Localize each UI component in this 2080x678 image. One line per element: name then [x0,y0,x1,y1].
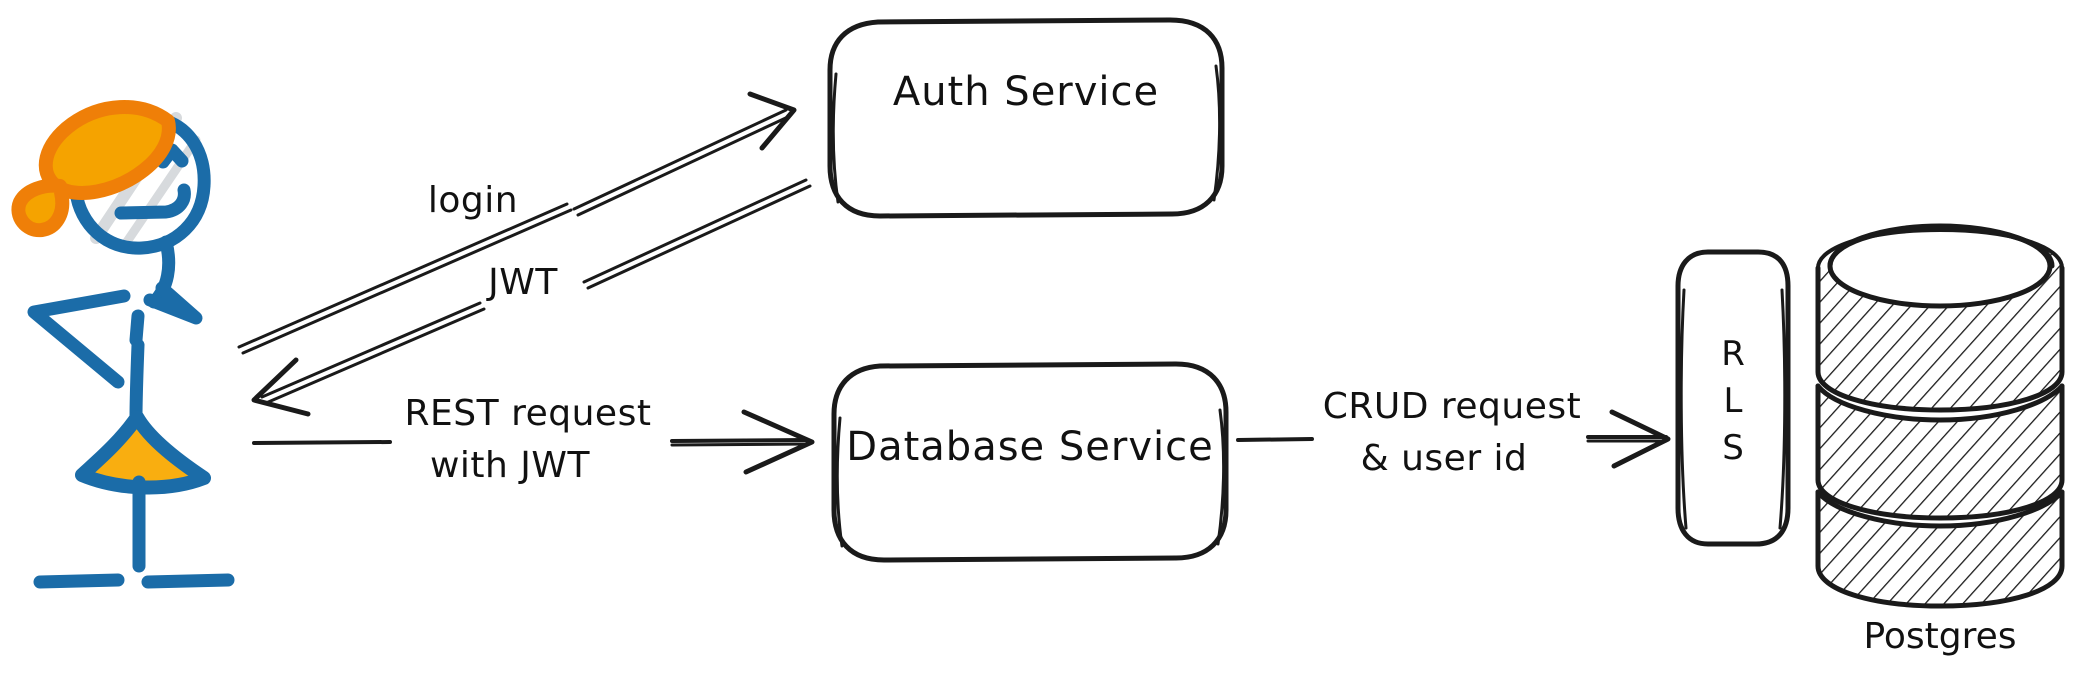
edge-crud-request [1236,409,1671,469]
node-rls[interactable] [1675,249,1791,547]
edge-label-rest-line1: REST request [405,393,652,434]
node-postgres[interactable] [1800,220,2080,616]
postgres-caption: Postgres [1863,616,2016,657]
user-stick-figure [11,100,235,589]
upper-spine-icon [129,309,145,347]
hat-icon [11,100,176,238]
database-service-label: Database Service [846,424,1213,470]
edge-login [237,91,797,355]
rls-letter-r: R [1721,334,1745,374]
node-database-service[interactable] [831,361,1229,563]
mouth-icon [114,183,191,220]
right-foot-icon [141,573,235,589]
edge-rest-request [252,409,815,475]
edge-label-jwt: JWT [486,262,558,303]
edge-label-rest-line2: with JWT [430,445,591,486]
right-eye-icon [156,143,189,169]
rls-letter-l: L [1724,381,1743,421]
rls-letter-s: S [1722,428,1744,468]
skirt-icon [75,410,211,495]
left-arm-icon [27,289,131,389]
node-auth-service[interactable] [827,17,1225,219]
left-foot-icon [33,573,125,589]
edge-jwt [251,178,812,417]
right-arm-icon [143,281,203,325]
auth-service-label: Auth Service [893,69,1159,115]
edge-label-login: login [428,180,518,221]
edge-label-crud-line2: & user id [1361,438,1528,479]
edge-label-crud-line1: CRUD request [1323,386,1582,427]
